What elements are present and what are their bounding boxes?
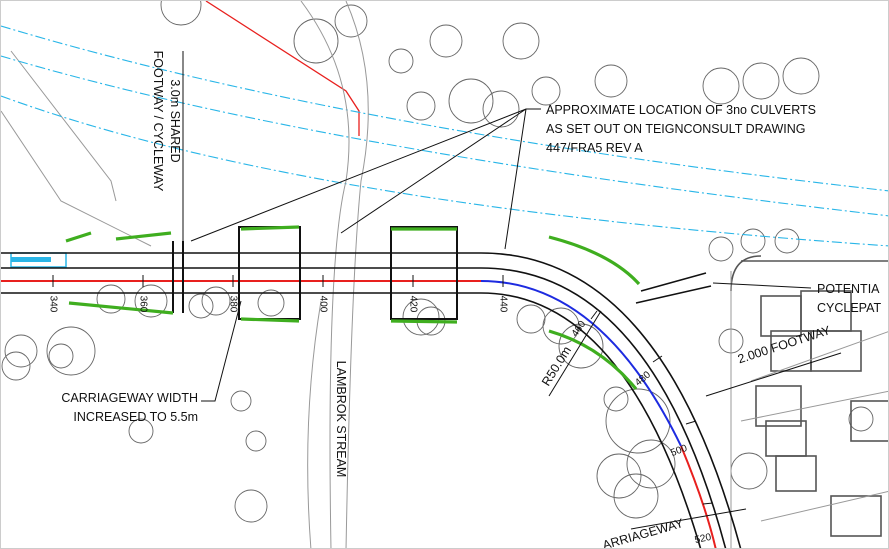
shared-footway-note: 3.0m SHARED FOOTWAY / CYCLEWAY (149, 41, 183, 201)
cyclepath-line-2: CYCLEPAT (817, 301, 882, 315)
culverts-note-line-3: 447/FRA5 REV A (546, 141, 643, 155)
cyclepath-note: POTENTIA CYCLEPAT (817, 280, 881, 318)
shared-footway-line-2: FOOTWAY / CYCLEWAY (151, 50, 165, 192)
carriageway-width-line-2: INCREASED TO 5.5m (73, 410, 198, 424)
stream-label: LAMBROK STREAM (334, 360, 348, 478)
service-lines (1, 25, 888, 247)
survey-trees (1, 1, 874, 523)
cyclepath-line-1: POTENTIA (817, 282, 880, 296)
buildings (730, 255, 888, 548)
boundary-line (205, 1, 360, 136)
culverts-note-line-2: AS SET OUT ON TEIGNCONSULT DRAWING (546, 122, 806, 136)
carriageway-width-note: CARRIAGEWAY WIDTH INCREASED TO 5.5m (53, 389, 198, 427)
culverts-note: APPROXIMATE LOCATION OF 3no CULVERTS AS … (546, 101, 816, 158)
chainage-380: 380 (227, 295, 239, 313)
chainage-360: 360 (137, 295, 149, 313)
shared-footway-line-1: 3.0m SHARED (168, 79, 182, 163)
culverts-note-line-1: APPROXIMATE LOCATION OF 3no CULVERTS (546, 103, 816, 117)
centerline-curve (480, 280, 682, 447)
lambrok-stream (300, 1, 369, 548)
chainage-420: 420 (407, 295, 419, 313)
chainage-340: 340 (47, 295, 59, 313)
leader-lines (182, 51, 842, 530)
chainage-400: 400 (317, 295, 329, 313)
verge-lines (65, 225, 641, 391)
existing-track (1, 50, 152, 247)
centerline-straight-2 (680, 445, 717, 548)
chainage-ticks (52, 275, 714, 505)
chainage-440: 440 (497, 295, 509, 313)
carriageway-width-line-1: CARRIAGEWAY WIDTH (61, 391, 198, 405)
road (1, 252, 742, 548)
